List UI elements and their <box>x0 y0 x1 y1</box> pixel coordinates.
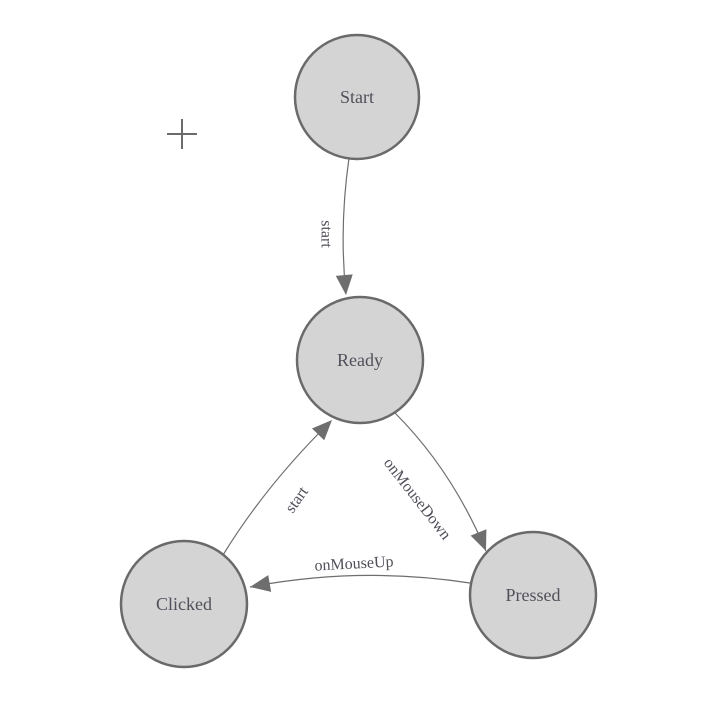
edge-line[interactable] <box>222 420 332 556</box>
state-node-label-ready: Ready <box>337 350 383 370</box>
state-node-circle-start[interactable] <box>293 33 421 161</box>
edge-label-clicked-to-ready: start <box>282 483 312 516</box>
state-node-pressed[interactable]: Pressed <box>468 530 598 660</box>
edge-line[interactable] <box>394 412 487 552</box>
state-node-label-pressed: Pressed <box>506 585 561 605</box>
state-node-label-clicked: Clicked <box>156 594 212 614</box>
edge-label-ready-to-pressed: onMouseDown <box>380 455 454 543</box>
state-node-start[interactable]: Start <box>293 33 421 161</box>
state-node-circle-clicked[interactable] <box>119 539 249 669</box>
edge-label-pressed-to-clicked: onMouseUp <box>314 553 394 574</box>
state-node-ready[interactable]: Ready <box>295 295 425 425</box>
edge-line[interactable] <box>249 574 471 588</box>
arrowhead-icon <box>335 274 353 295</box>
state-node-circle-pressed[interactable] <box>468 530 598 660</box>
arrowhead-icon <box>470 529 487 551</box>
arrowhead-icon <box>311 420 332 441</box>
crosshair-cursor-icon <box>167 119 197 149</box>
state-node-clicked[interactable]: Clicked <box>119 539 249 669</box>
arrowhead-icon <box>250 575 272 592</box>
transition-edge-clicked-to-ready[interactable]: start <box>222 414 338 556</box>
state-node-label-start: Start <box>340 87 374 107</box>
transition-edge-start-to-ready[interactable]: start <box>318 157 355 296</box>
transition-edge-ready-to-pressed[interactable]: onMouseDown <box>380 412 494 554</box>
edge-line[interactable] <box>342 157 350 295</box>
edge-label-start-to-ready: start <box>318 220 335 248</box>
state-node-circle-ready[interactable] <box>295 295 425 425</box>
transition-edge-pressed-to-clicked[interactable]: onMouseUp <box>249 553 471 595</box>
